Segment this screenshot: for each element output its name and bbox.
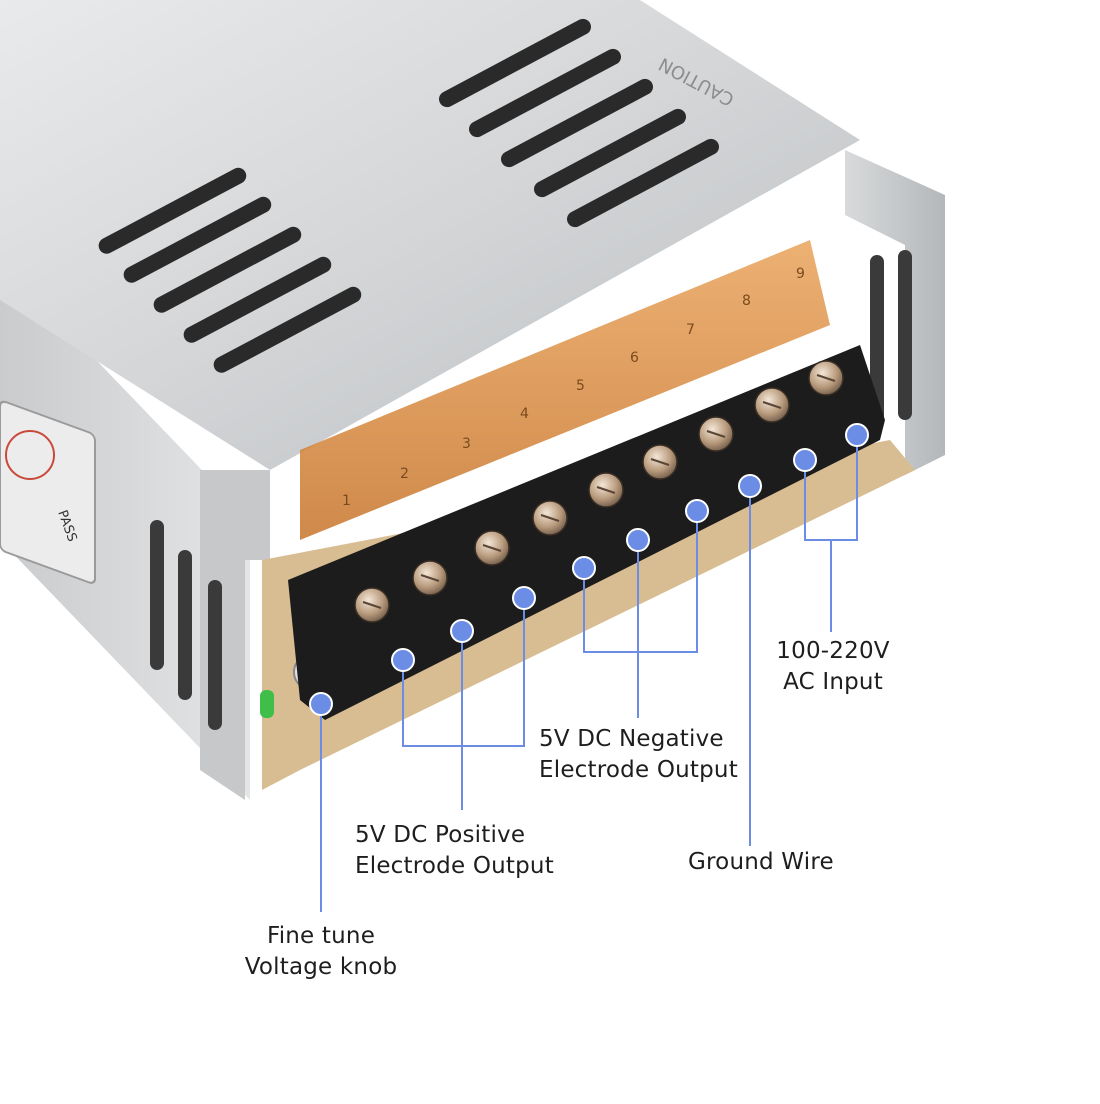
status-led xyxy=(260,690,274,718)
cover-number-4: 4 xyxy=(520,406,529,422)
cover-numbers: 1 2 3 4 5 6 7 8 9 xyxy=(342,266,805,509)
callout-dot-5 xyxy=(626,528,650,552)
screw-slot-3 xyxy=(482,544,502,552)
callout-dot-knob xyxy=(309,692,333,716)
callout-bracket-negative xyxy=(583,511,698,653)
terminal-screws xyxy=(354,360,844,623)
label-fine-tune-line1: Fine tune xyxy=(266,923,376,949)
label-negative-line2: Electrode Output xyxy=(539,757,738,783)
cover-number-5: 5 xyxy=(576,378,585,394)
side-label xyxy=(0,400,96,584)
cover-number-7: 7 xyxy=(686,322,695,338)
cover-number-2: 2 xyxy=(400,466,409,482)
case-top xyxy=(0,0,860,470)
cover-number-3: 3 xyxy=(462,436,471,452)
screw-slot-6 xyxy=(650,458,670,466)
screw-slot-4 xyxy=(540,514,560,522)
callout-dot-7 xyxy=(738,474,762,498)
top-vents xyxy=(98,18,719,373)
callout-lines xyxy=(320,435,858,912)
cover-number-8: 8 xyxy=(742,293,751,309)
label-ground-line1: Ground Wire xyxy=(688,849,834,875)
label-negative-output: 5V DC Negative Electrode Output xyxy=(539,724,738,786)
label-fine-tune: Fine tune Voltage knob xyxy=(241,921,401,983)
callout-dot-6 xyxy=(685,499,709,523)
circuit-board xyxy=(262,440,915,790)
side-stamp xyxy=(5,430,55,480)
screw-slot-8 xyxy=(762,401,782,409)
screw-slot-5 xyxy=(596,486,616,494)
label-ground-wire: Ground Wire xyxy=(688,847,834,878)
label-fine-tune-line2: Voltage knob xyxy=(244,954,398,980)
side-vents xyxy=(150,250,912,730)
label-ac-line1: 100-220V xyxy=(776,638,890,664)
terminal-block xyxy=(288,345,885,720)
label-positive-line1: 5V DC Positive xyxy=(355,822,526,848)
cover-number-9: 9 xyxy=(796,266,805,282)
screw-slot-7 xyxy=(706,430,726,438)
cover-number-6: 6 xyxy=(630,350,639,366)
callout-dot-2 xyxy=(450,619,474,643)
callout-dot-3 xyxy=(512,586,536,610)
label-ac-line2: AC Input xyxy=(783,669,883,695)
case-right-wall xyxy=(845,150,945,475)
label-positive-line2: Electrode Output xyxy=(355,853,554,879)
callout-bracket-positive xyxy=(402,598,525,747)
callout-dot-4 xyxy=(572,556,596,580)
label-ac-input: 100-220V AC Input xyxy=(773,636,893,698)
screw-slot-2 xyxy=(420,574,440,582)
label-positive-output: 5V DC Positive Electrode Output xyxy=(355,820,554,882)
label-negative-line1: 5V DC Negative xyxy=(539,726,724,752)
callout-dot-9 xyxy=(845,423,869,447)
screw-slot-9 xyxy=(816,374,836,382)
cover-number-1: 1 xyxy=(342,493,351,509)
callout-dot-1 xyxy=(391,648,415,672)
callout-dot-8 xyxy=(793,448,817,472)
terminal-cover xyxy=(300,240,830,540)
screw-slot-1 xyxy=(362,601,382,609)
callout-dots xyxy=(309,423,869,716)
